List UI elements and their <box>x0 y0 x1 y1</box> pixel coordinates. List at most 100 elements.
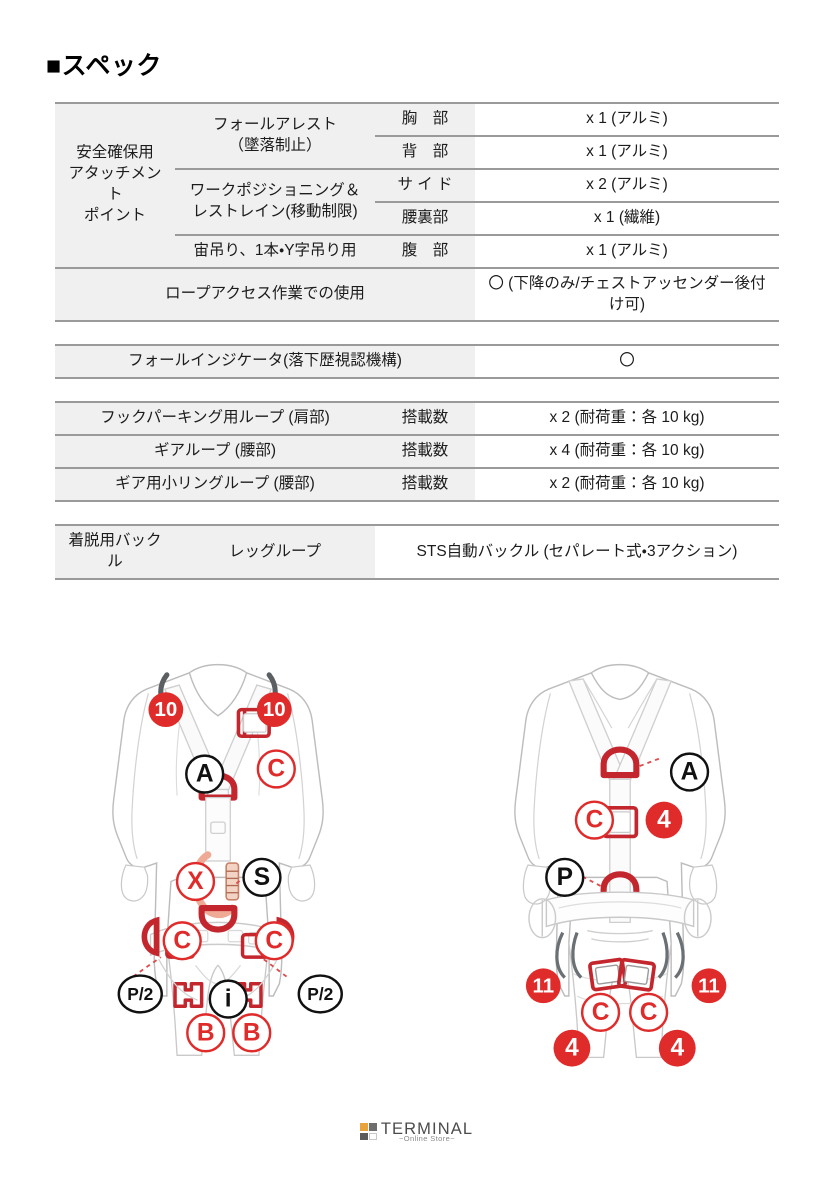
back-callout-11: 11 <box>691 968 727 1004</box>
front-callout-label: S <box>254 864 270 891</box>
front-callouts: 10 10A C X S C C P/2 P/2 iB B <box>117 692 343 1053</box>
back-callout-4: 4 <box>658 1029 696 1067</box>
front-callout-b: B <box>186 1013 226 1053</box>
back-callout-label: C <box>592 999 610 1026</box>
fall-indicator-value: 〇 <box>475 344 780 380</box>
front-callout-label: A <box>196 761 214 788</box>
front-callout-label: P/2 <box>127 984 153 1004</box>
front-callout-10: 10 <box>256 692 292 728</box>
small-ring-loop-label: ギア用小リングループ (腰部) <box>55 467 375 503</box>
small-ring-loop-value: x 2 (耐荷重：各 10 kg) <box>475 467 779 503</box>
chest-label: 胸 部 <box>375 102 475 137</box>
back-leader-lines <box>560 757 660 889</box>
front-callout-i: i <box>208 979 248 1019</box>
back-callout-label: 11 <box>532 974 554 997</box>
leg-loop-label: レッグループ <box>175 524 375 580</box>
back-callout-a: A <box>669 752 710 792</box>
back-callout-c: C <box>580 992 621 1032</box>
front-callout-label: C <box>173 927 191 954</box>
front-callout-p-2: P/2 <box>117 974 163 1014</box>
ventral-value: x 1 (アルミ) <box>475 234 779 269</box>
small-ring-loop-count-label: 搭載数 <box>375 467 475 503</box>
hook-parking-loop-count-label: 搭載数 <box>375 401 475 437</box>
front-callout-label: 10 <box>263 698 286 721</box>
logo-wordmark: TERMINAL <box>380 1119 474 1138</box>
back-callout-11: 11 <box>525 968 561 1004</box>
back-dorsal-d-ring <box>600 746 640 779</box>
front-callout-a: A <box>185 754 225 794</box>
back-callout-label: A <box>681 759 699 786</box>
back-label: 背 部 <box>375 135 475 170</box>
side-value: x 2 (アルミ) <box>475 168 779 203</box>
front-callout-b: B <box>232 1013 272 1053</box>
lower-back-label: 腰裏部 <box>375 201 475 236</box>
gear-loop-label: ギアループ (腰部) <box>55 434 375 470</box>
footer-logo: TERMINAL ~Online Store~ <box>0 1118 833 1143</box>
back-waist-belt <box>528 891 712 943</box>
back-callout-label: C <box>640 999 658 1026</box>
front-callout-p-2: P/2 <box>297 974 343 1014</box>
lower-back-value: x 1 (繊維) <box>475 201 779 236</box>
front-callout-label: i <box>225 986 232 1013</box>
back-callout-4: 4 <box>553 1029 591 1067</box>
suspension-label: 宙吊り、1本・Y字吊り用 <box>175 234 375 269</box>
front-callout-c: C <box>162 921 202 961</box>
back-dorsal-buckle <box>601 805 639 839</box>
front-callout-label: P/2 <box>307 984 333 1004</box>
gear-loop-count-label: 搭載数 <box>375 434 475 470</box>
front-callout-10: 10 <box>148 692 184 728</box>
ventral-label: 腹 部 <box>375 234 475 269</box>
title-text: スペック <box>61 52 162 80</box>
table-row: ロープアクセス作業での使用〇 (下降のみ/チェストアッセンダー後付け可) <box>55 267 779 323</box>
front-callout-label: X <box>187 868 204 895</box>
fall-arrest-label: フォールアレスト（墜落制止） <box>175 102 375 170</box>
back-callout-c: C <box>629 992 669 1032</box>
back-callout-c: C <box>574 800 615 840</box>
front-callout-c: C <box>254 921 294 961</box>
buckle-value: STS自動バックル (セパレート式・3アクション) <box>375 524 779 580</box>
work-positioning-label: ワークポジショニング＆レストレイン(移動制限) <box>175 168 375 236</box>
buckle-type-label: 着脱用バックル <box>55 524 175 580</box>
front-callout-x: X <box>175 861 216 902</box>
back-leg-loop-buckles <box>588 957 656 992</box>
front-callout-label: 10 <box>154 698 177 721</box>
front-callout-label: C <box>267 755 285 782</box>
front-ventral-slider <box>210 821 226 835</box>
front-callout-s: S <box>242 857 282 897</box>
back-strap-seam-right <box>627 678 658 729</box>
back-callout-label: 4 <box>565 1035 579 1062</box>
back-callout-label: 4 <box>670 1035 684 1062</box>
front-ventral-ring <box>198 904 238 933</box>
back-callout-label: 4 <box>657 807 671 834</box>
hook-parking-loop-value: x 2 (耐荷重：各 10 kg) <box>475 401 779 437</box>
back-callout-label: C <box>586 807 604 834</box>
back-gear-loops <box>555 931 685 979</box>
front-callout-label: B <box>243 1019 261 1046</box>
front-callout-c: C <box>256 749 296 789</box>
hook-parking-loop-label: フックパーキング用ループ (肩部) <box>55 401 375 437</box>
back-callout-p: P <box>545 857 585 897</box>
rope-access-label: ロープアクセス作業での使用 <box>55 267 475 323</box>
back-strap-seam-left <box>582 678 613 729</box>
title-marker: ■ <box>46 52 62 80</box>
front-callout-label: B <box>197 1019 215 1046</box>
gear-loop-value: x 4 (耐荷重：各 10 kg) <box>475 434 779 470</box>
rope-access-value: 〇 (下降のみ/チェストアッセンダー後付け可) <box>475 267 779 323</box>
page-title: ■スペック <box>46 54 162 79</box>
table-row: フォールインジケータ(落下歴視認機構)〇 <box>55 344 780 380</box>
back-callout-label: P <box>557 864 573 891</box>
